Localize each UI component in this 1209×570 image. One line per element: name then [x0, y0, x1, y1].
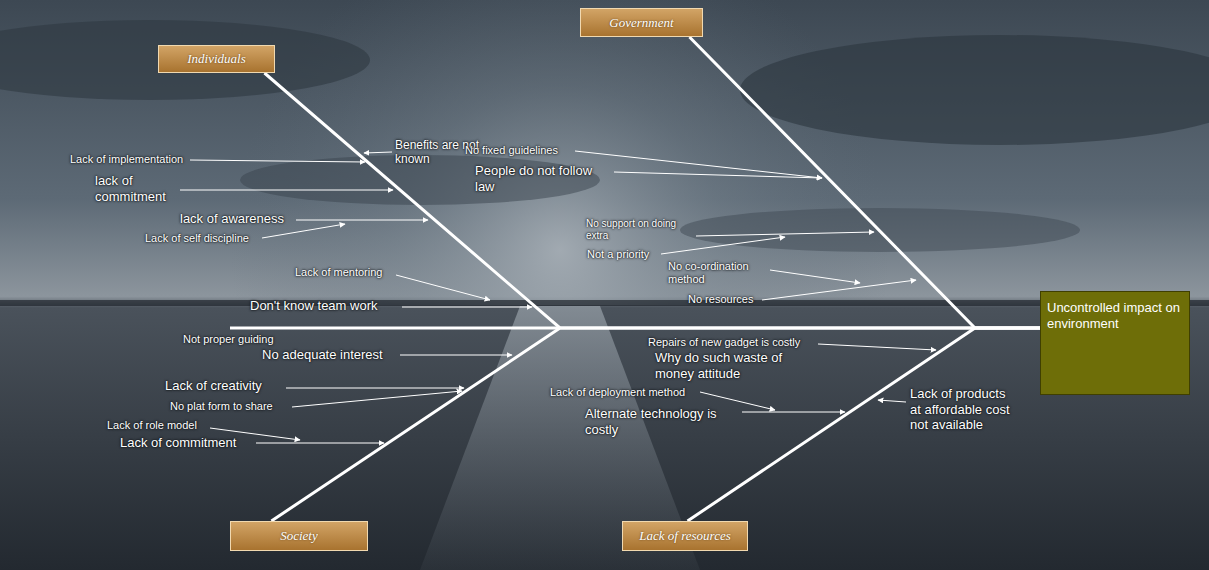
cause-label: Why do such waste of money attitude	[655, 350, 805, 381]
cause-label: Lack of implementation	[70, 153, 183, 166]
cause-label: People do not follow law	[475, 163, 610, 194]
leader-arrow	[292, 391, 462, 407]
category-box: Society	[230, 521, 368, 551]
cause-label: No fixed guidelines	[465, 144, 558, 157]
leader-arrow	[878, 400, 906, 402]
leader-arrow	[770, 270, 860, 283]
leader-arrow	[402, 307, 532, 308]
category-title: Government	[609, 15, 673, 31]
cause-label: No resources	[688, 293, 753, 306]
bone-line	[264, 73, 1040, 328]
category-title: Lack of resources	[639, 528, 730, 544]
cause-label: lack of awareness	[180, 211, 284, 227]
cause-label: Lack of self discipline	[145, 232, 249, 245]
cause-label: Lack of creativity	[165, 378, 262, 394]
cause-label: Lack of deployment method	[550, 386, 685, 399]
leader-arrow	[762, 280, 916, 300]
cause-label: No co-ordination method	[668, 260, 763, 286]
category-title: Individuals	[187, 51, 246, 67]
leader-arrow	[180, 190, 393, 191]
effect-text: Uncontrolled impact on environment	[1047, 300, 1183, 331]
cause-label: Lack of products at affordable cost not …	[910, 386, 1010, 433]
category-box: Individuals	[158, 45, 275, 73]
leader-arrow	[262, 224, 345, 238]
effect-box: Uncontrolled impact on environment	[1040, 291, 1190, 395]
leader-arrow	[256, 443, 384, 444]
cause-label: Don't know team work	[250, 298, 377, 314]
category-box: Government	[580, 8, 703, 37]
leader-arrow	[286, 388, 464, 389]
cause-label: Not a priority	[587, 248, 649, 261]
cause-label: No adequate interest	[262, 347, 383, 363]
leader-arrow	[575, 151, 822, 178]
cause-label: No plat form to share	[170, 400, 273, 413]
leader-arrow	[614, 172, 822, 178]
leader-arrow	[742, 412, 845, 413]
leader-arrow	[696, 232, 874, 236]
cause-label: Repairs of new gadget is costly	[648, 336, 800, 349]
cause-label: Lack of mentoring	[295, 266, 382, 279]
leader-arrow	[296, 220, 428, 221]
cause-label: Lack of commitment	[120, 435, 236, 451]
leader-arrows	[180, 151, 936, 443]
leader-arrow	[396, 275, 490, 300]
leader-arrow	[400, 355, 512, 356]
cloud	[740, 35, 1209, 145]
cause-label: Alternate technology is costly	[585, 406, 735, 437]
bone-line	[271, 328, 1040, 521]
bone-line	[689, 37, 1040, 328]
spine-line	[230, 327, 560, 330]
leader-arrow	[661, 237, 785, 254]
cause-label: lack of commitment	[95, 173, 175, 204]
cloud	[0, 20, 370, 100]
category-box: Lack of resources	[622, 521, 748, 551]
cause-label: No support on doing extra	[586, 218, 691, 242]
cause-label: Not proper guiding	[183, 333, 274, 346]
far-shore	[0, 300, 1209, 306]
leader-arrow	[364, 152, 392, 153]
leader-arrow	[818, 344, 936, 350]
cause-label: Lack of role model	[107, 419, 197, 432]
category-title: Society	[280, 528, 318, 544]
leader-arrow	[190, 160, 365, 162]
